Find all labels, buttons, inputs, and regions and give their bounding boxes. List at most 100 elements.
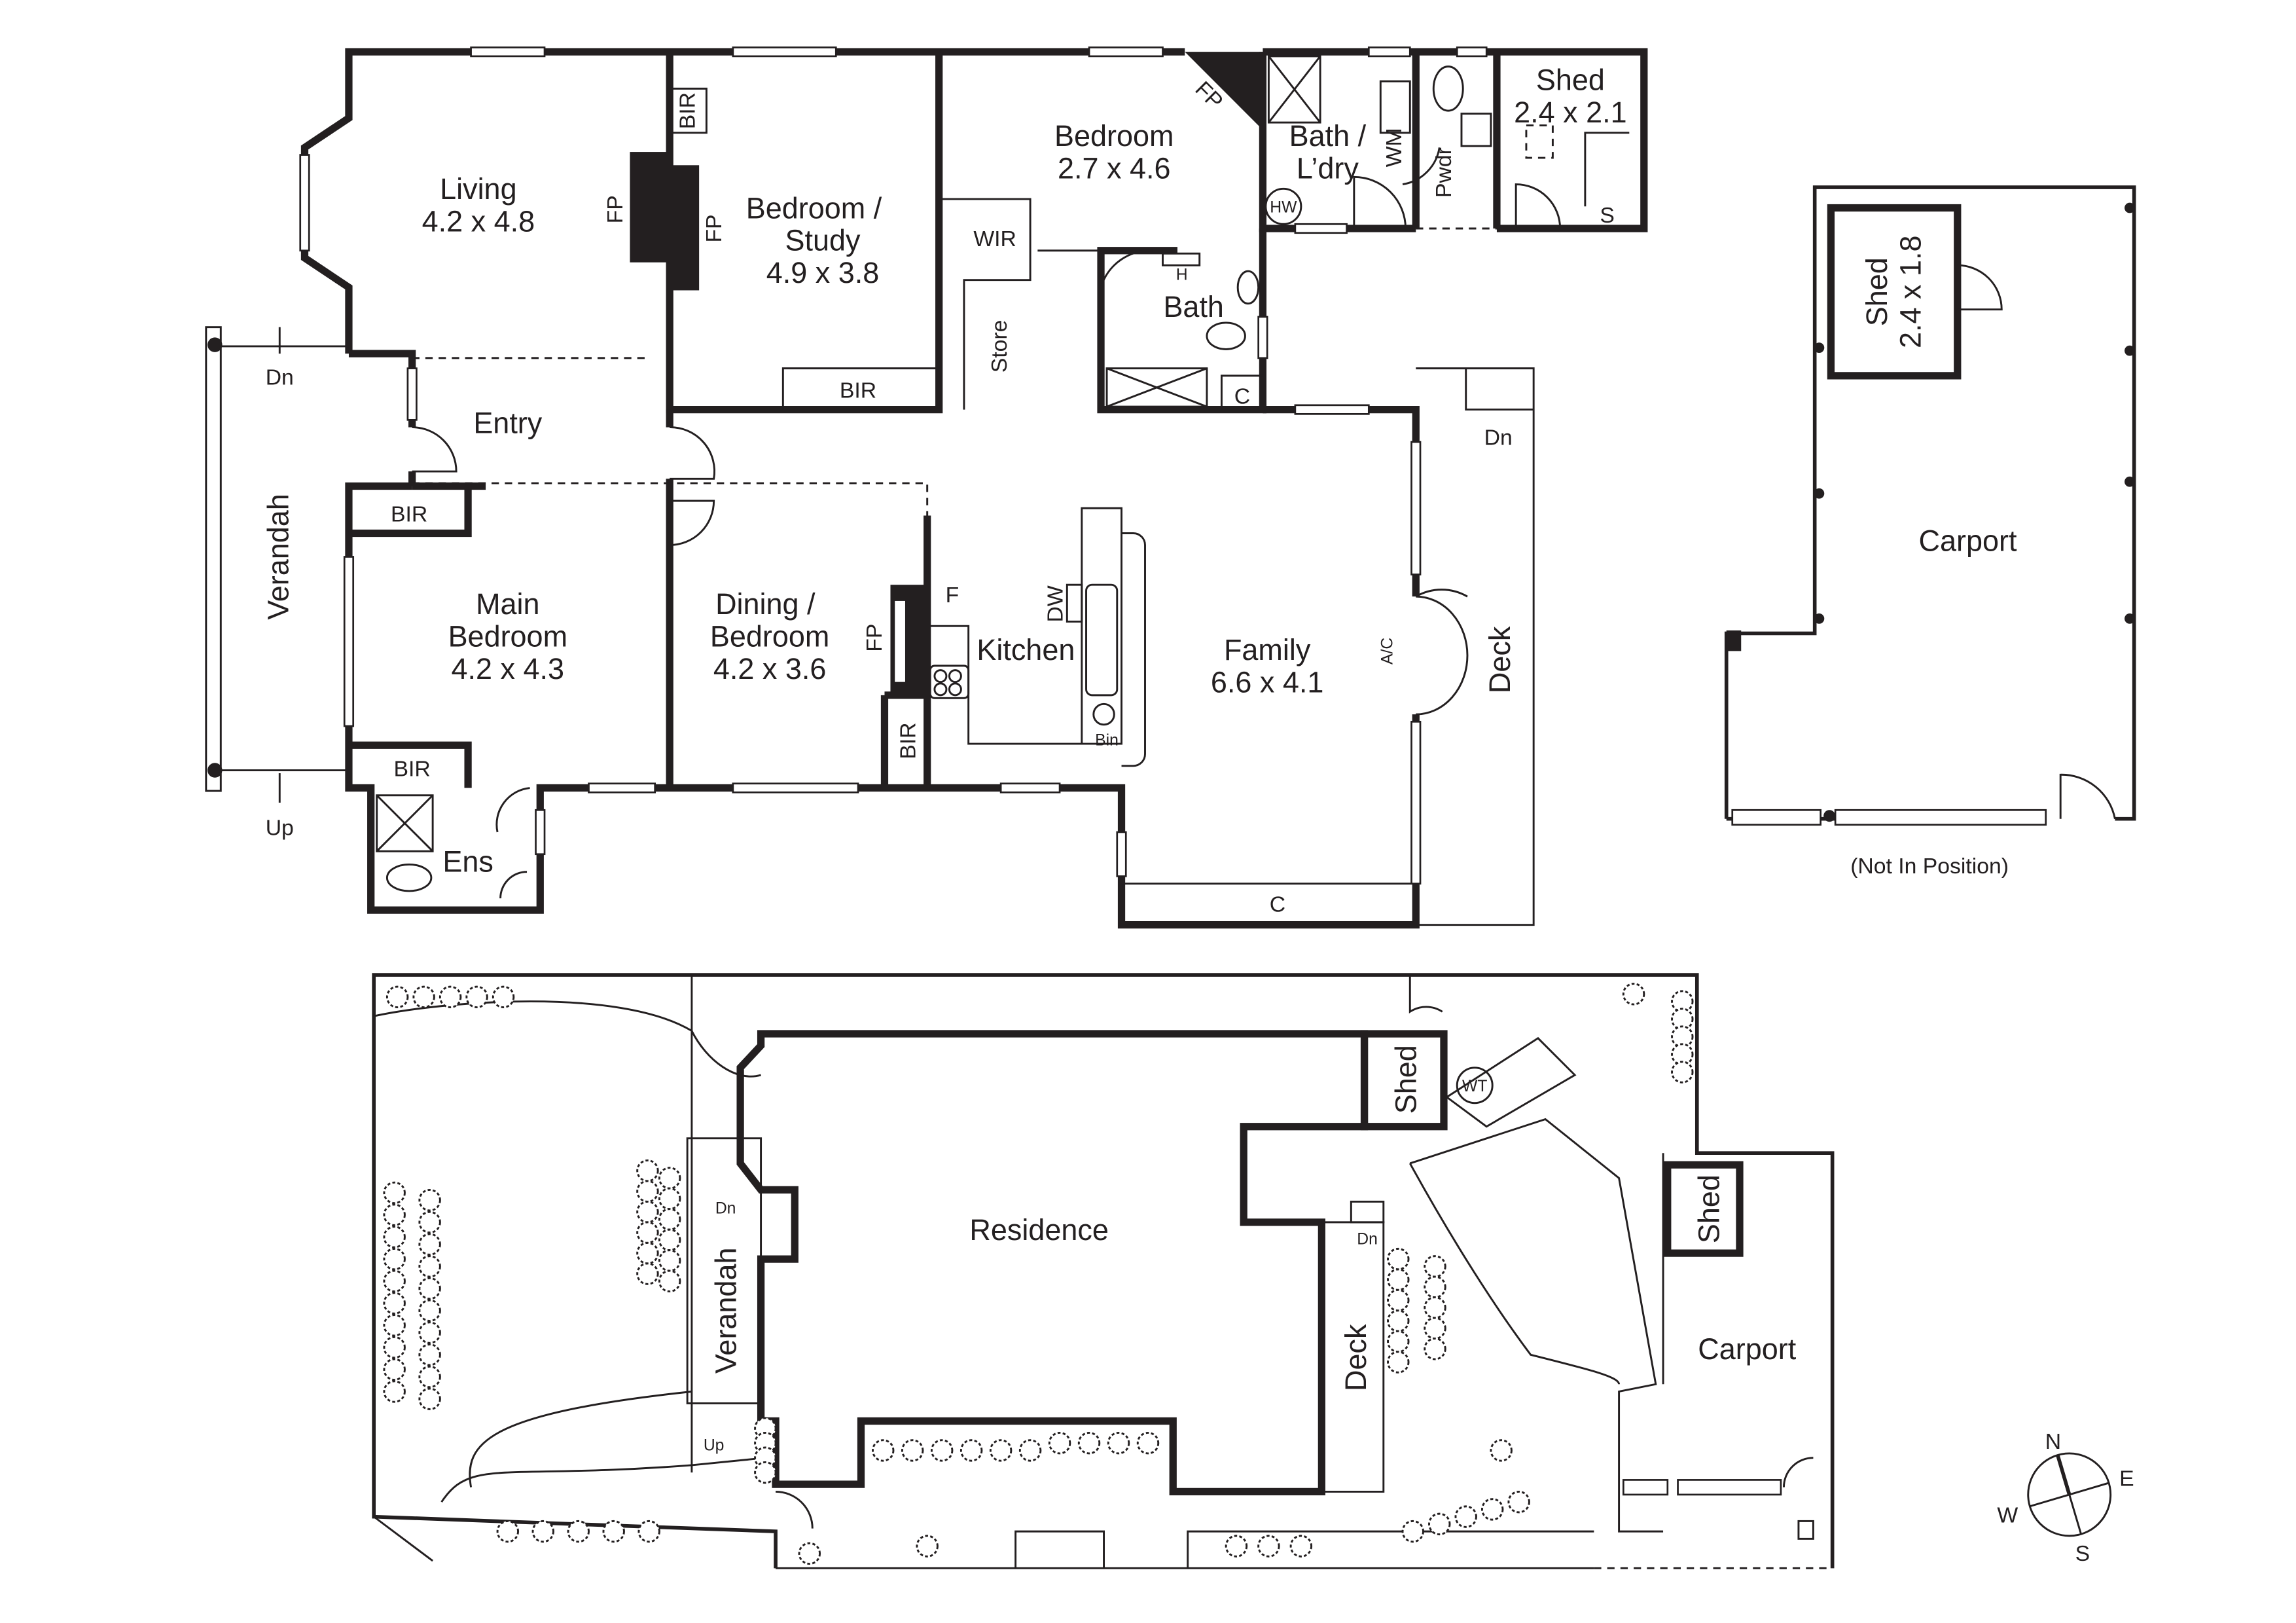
bir-label: BIR xyxy=(394,757,431,782)
bir-label: BIR xyxy=(391,502,427,527)
tree-icon xyxy=(418,1211,441,1234)
tree-icon xyxy=(1387,1309,1410,1332)
room-label-deck: Deck xyxy=(1483,626,1516,693)
tree-icon xyxy=(1480,1498,1504,1521)
tree-icon xyxy=(418,1387,441,1410)
tree-icon xyxy=(496,1520,520,1543)
tree-icon xyxy=(1289,1535,1313,1558)
fireplace-corner xyxy=(1185,52,1263,130)
tree-icon xyxy=(1136,1431,1160,1455)
h-label: H xyxy=(1176,266,1188,284)
room-label-bath-ldry-2: L’dry xyxy=(1297,152,1359,185)
tree-icon xyxy=(1424,1275,1446,1299)
tree-icon xyxy=(1424,1317,1446,1340)
f-label: F xyxy=(946,583,960,608)
tree-icon xyxy=(636,1262,659,1285)
compass-west: W xyxy=(1997,1503,2018,1528)
store-label: Store xyxy=(987,320,1012,373)
tree-icon xyxy=(798,1542,821,1565)
room-label-verandah: Verandah xyxy=(262,494,295,620)
site-label-deck: Deck xyxy=(1339,1324,1372,1391)
tree-icon xyxy=(658,1249,681,1272)
site-label-wt: WT xyxy=(1462,1078,1487,1095)
tree-icon xyxy=(383,1181,406,1205)
room-dims-carport-shed: 2.4 x 1.8 xyxy=(1894,235,1928,348)
tree-icon xyxy=(658,1208,681,1231)
tree-icon xyxy=(383,1203,406,1226)
tree-icon xyxy=(1048,1431,1071,1455)
tree-icon xyxy=(1401,1520,1424,1543)
tree-icon xyxy=(383,1226,406,1249)
tree-icon xyxy=(636,1200,659,1224)
room-label-shed: Shed xyxy=(1536,64,1605,97)
site-label-verandah: Verandah xyxy=(709,1248,742,1374)
dn-label: Dn xyxy=(1484,426,1513,450)
tree-icon xyxy=(418,1343,441,1366)
site-dn-label: Dn xyxy=(715,1199,736,1217)
tree-icon xyxy=(901,1439,924,1462)
tree-icon xyxy=(1507,1490,1530,1514)
tree-icon xyxy=(492,985,515,1009)
not-in-position-note: (Not In Position) xyxy=(1850,854,2009,879)
tree-icon xyxy=(1424,1338,1446,1360)
tree-icon xyxy=(465,985,488,1009)
tree-icon xyxy=(383,1269,406,1293)
ac-label: A/C xyxy=(1378,638,1396,665)
room-label-dining-2: Bedroom xyxy=(710,620,829,653)
tree-icon xyxy=(1107,1431,1130,1455)
tree-icon xyxy=(383,1314,406,1337)
tree-icon xyxy=(658,1187,681,1211)
tree-icon xyxy=(1018,1439,1042,1462)
tree-icon xyxy=(531,1520,554,1543)
site-plan: Residence Shed WT Verandah Deck Carport … xyxy=(372,973,1835,1569)
room-label-kitchen: Kitchen xyxy=(977,633,1075,666)
carport-plan: Carport (Not In Position) Shed 2.4 x 1.8 xyxy=(1724,185,2136,879)
room-label-ens: Ens xyxy=(442,845,493,879)
tree-icon xyxy=(412,985,435,1009)
tree-icon xyxy=(1387,1351,1410,1374)
site-label-residence: Residence xyxy=(969,1213,1108,1247)
room-label-living: Living xyxy=(440,172,517,206)
room-label-bedroom-study-2: Study xyxy=(785,224,861,257)
fp-label: FP xyxy=(702,214,726,242)
tree-icon xyxy=(418,1321,441,1344)
room-label-carport: Carport xyxy=(1919,524,2017,557)
hw-label: HW xyxy=(1270,198,1297,216)
exterior-wall xyxy=(300,48,1185,354)
room-label-bedroom: Bedroom xyxy=(1054,119,1174,153)
tree-icon xyxy=(960,1439,983,1462)
tree-icon xyxy=(418,1188,441,1212)
room-dims-bedroom-study: 4.9 x 3.8 xyxy=(766,256,880,289)
room-label-bedroom-study: Bedroom / xyxy=(746,191,882,225)
room-label-bath-ldry: Bath / xyxy=(1289,119,1367,153)
floor-plan: Living 4.2 x 4.8 Bedroom / Study 4.9 x 3… xyxy=(205,46,1648,929)
tree-icon xyxy=(383,1292,406,1315)
room-dims-family: 6.6 x 4.1 xyxy=(1211,665,1324,699)
tree-icon xyxy=(418,1255,441,1278)
tree-icon xyxy=(383,1336,406,1359)
tree-icon xyxy=(1428,1512,1451,1536)
pwdr-label: Pwdr xyxy=(1431,147,1456,198)
tree-icon xyxy=(658,1269,681,1293)
bir-label: BIR xyxy=(675,92,700,129)
room-dims-shed: 2.4 x 2.1 xyxy=(1514,96,1626,129)
tree-icon xyxy=(602,1520,625,1543)
room-label-family: Family xyxy=(1224,633,1311,666)
s-label: S xyxy=(1600,203,1615,228)
tree-icon xyxy=(418,1299,441,1322)
tree-icon xyxy=(1490,1439,1513,1462)
room-dims-main-bedroom: 4.2 x 4.3 xyxy=(452,652,565,685)
tree-icon xyxy=(383,1358,406,1381)
up-label: Up xyxy=(266,815,294,840)
room-label-dining: Dining / xyxy=(715,587,816,621)
tree-icon xyxy=(658,1167,681,1190)
tree-icon xyxy=(636,1159,659,1182)
room-label-entry: Entry xyxy=(473,407,542,440)
wir-label: WIR xyxy=(973,227,1016,251)
trees xyxy=(383,983,1694,1565)
room-dims-bedroom: 2.7 x 4.6 xyxy=(1058,152,1171,185)
room-label-main-bedroom: Main xyxy=(476,587,539,621)
tree-icon xyxy=(636,1221,659,1244)
fp-label: FP xyxy=(603,195,628,223)
